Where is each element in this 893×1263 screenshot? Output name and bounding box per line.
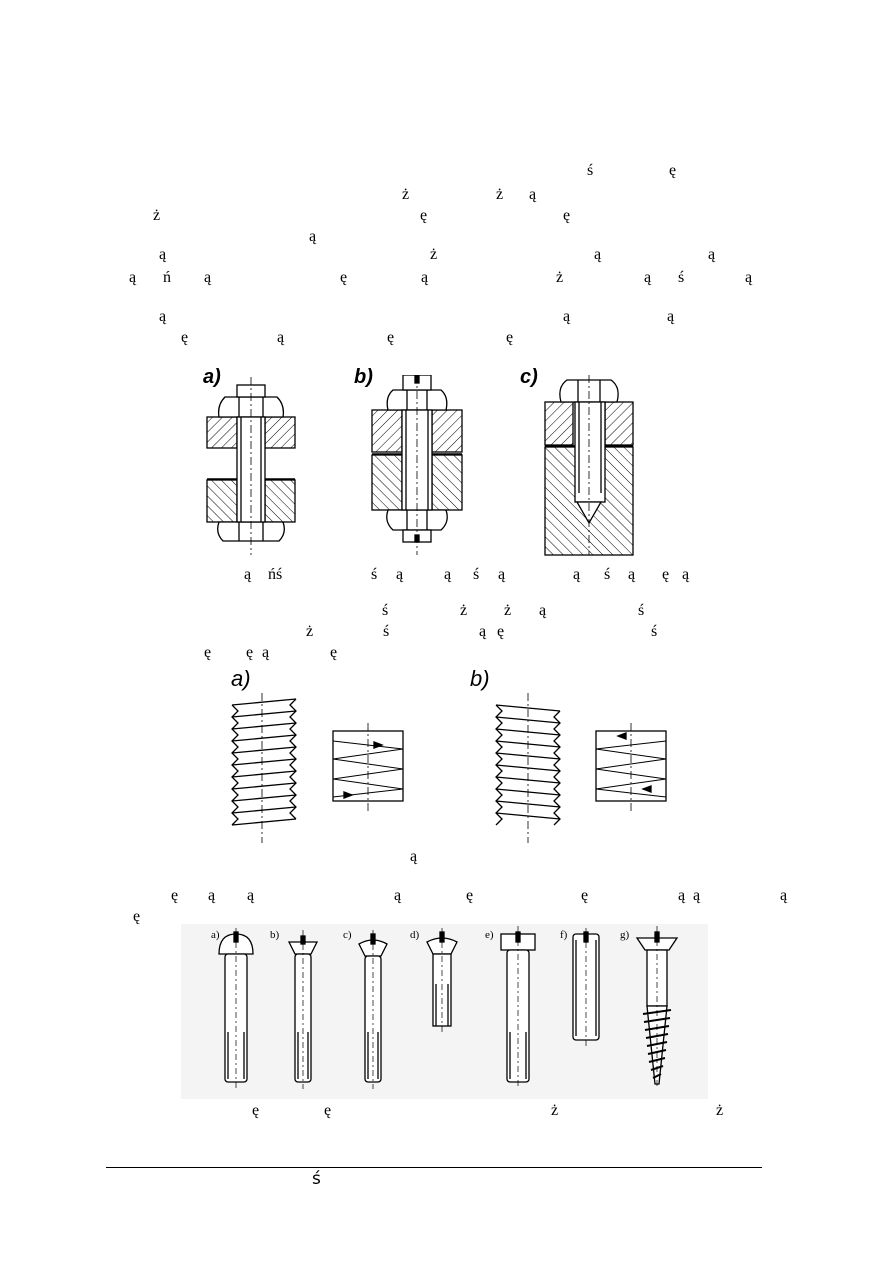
text-glyph: ą bbox=[277, 329, 285, 346]
text-glyph: ą bbox=[693, 887, 701, 904]
text-glyph: ę bbox=[204, 644, 212, 661]
text-glyph: ą bbox=[247, 887, 255, 904]
text-glyph: ą bbox=[644, 269, 652, 286]
text-glyph: ę bbox=[420, 207, 428, 224]
text-glyph: ą bbox=[780, 887, 788, 904]
caption-glyph: ą bbox=[573, 566, 581, 583]
text-glyph: ś bbox=[382, 602, 389, 619]
figure-label-b: b) bbox=[354, 366, 373, 388]
text-glyph: ę bbox=[506, 329, 514, 346]
text-glyph: ą bbox=[262, 644, 270, 661]
text-glyph: ę bbox=[181, 329, 189, 346]
text-glyph: ą bbox=[204, 269, 212, 286]
text-glyph: ż bbox=[306, 623, 314, 640]
text-glyph: ż bbox=[556, 269, 564, 286]
text-glyph: ż bbox=[460, 602, 468, 619]
text-glyph: ę bbox=[581, 887, 589, 904]
caption-glyph: ą bbox=[244, 566, 252, 583]
text-glyph: ś bbox=[638, 602, 645, 619]
text-glyph: ą bbox=[529, 186, 537, 203]
text-glyph: ż bbox=[496, 186, 504, 203]
caption-glyph: ńś bbox=[268, 566, 283, 583]
text-glyph: ę bbox=[563, 207, 571, 224]
text-glyph: ą bbox=[159, 308, 167, 325]
text-glyph: ą bbox=[479, 623, 487, 640]
screws-drawing bbox=[181, 924, 708, 1099]
text-glyph: ą bbox=[129, 269, 137, 286]
footer-text: ś bbox=[312, 1169, 321, 1189]
text-glyph: ż bbox=[402, 186, 410, 203]
caption-glyph: ż bbox=[551, 1102, 559, 1119]
text-glyph: ż bbox=[153, 207, 161, 224]
footer-divider bbox=[106, 1167, 762, 1168]
text-glyph: ś bbox=[678, 269, 685, 286]
screw-label-g: g) bbox=[620, 929, 630, 941]
text-glyph: ę bbox=[466, 887, 474, 904]
caption-glyph: ą bbox=[628, 566, 636, 583]
bolt-joint-drawing bbox=[195, 375, 645, 560]
text-glyph: ą bbox=[563, 308, 571, 325]
caption-glyph: ś bbox=[604, 566, 611, 583]
text-glyph: ą bbox=[594, 246, 602, 263]
caption-glyph: ą bbox=[682, 566, 690, 583]
screw-label-f: f) bbox=[560, 929, 568, 941]
text-glyph: ś bbox=[383, 623, 390, 640]
caption-glyph: ę bbox=[662, 566, 670, 583]
figure-label-a: a) bbox=[203, 366, 221, 388]
caption-glyph: ą bbox=[498, 566, 506, 583]
text-glyph: ą bbox=[745, 269, 753, 286]
text-glyph: ś bbox=[587, 162, 594, 179]
text-glyph: ż bbox=[504, 602, 512, 619]
screw-label-b: b) bbox=[270, 929, 280, 941]
screw-label-d: d) bbox=[410, 929, 420, 941]
caption-glyph: ą bbox=[410, 848, 418, 865]
figure-label-a: a) bbox=[231, 666, 251, 691]
caption-glyph: ą bbox=[444, 566, 452, 583]
caption-glyph: ę bbox=[252, 1102, 260, 1119]
text-glyph: ż bbox=[430, 246, 438, 263]
screw-label-e: e) bbox=[485, 929, 494, 941]
caption-glyph: ą bbox=[396, 566, 404, 583]
screw-label-a: a) bbox=[211, 929, 220, 941]
text-glyph: ą bbox=[309, 228, 317, 245]
text-glyph: ę bbox=[133, 908, 141, 925]
text-glyph: ę bbox=[387, 329, 395, 346]
caption-glyph: ś bbox=[473, 566, 480, 583]
text-glyph: ą bbox=[394, 887, 402, 904]
text-glyph: ą bbox=[421, 269, 429, 286]
caption-glyph: ę bbox=[324, 1102, 332, 1119]
text-glyph: ą bbox=[667, 308, 675, 325]
text-glyph: ą bbox=[208, 887, 216, 904]
figure-label-b: b) bbox=[470, 666, 490, 691]
text-glyph: ę bbox=[497, 623, 505, 640]
caption-glyph: ś bbox=[371, 566, 378, 583]
screw-label-c: c) bbox=[343, 929, 352, 941]
figure-label-c: c) bbox=[520, 366, 538, 388]
text-glyph: ę bbox=[330, 644, 338, 661]
text-glyph: ą bbox=[159, 246, 167, 263]
text-glyph: ś bbox=[651, 623, 658, 640]
text-glyph: ę bbox=[340, 269, 348, 286]
text-glyph: ę bbox=[246, 644, 254, 661]
text-glyph: ą bbox=[678, 887, 686, 904]
text-glyph: ę bbox=[171, 887, 179, 904]
text-glyph: ą bbox=[708, 246, 716, 263]
caption-glyph: ż bbox=[716, 1102, 724, 1119]
thread-drawing bbox=[226, 693, 676, 843]
text-glyph: ę bbox=[669, 162, 677, 179]
text-glyph: ń bbox=[163, 269, 171, 286]
text-glyph: ą bbox=[539, 602, 547, 619]
